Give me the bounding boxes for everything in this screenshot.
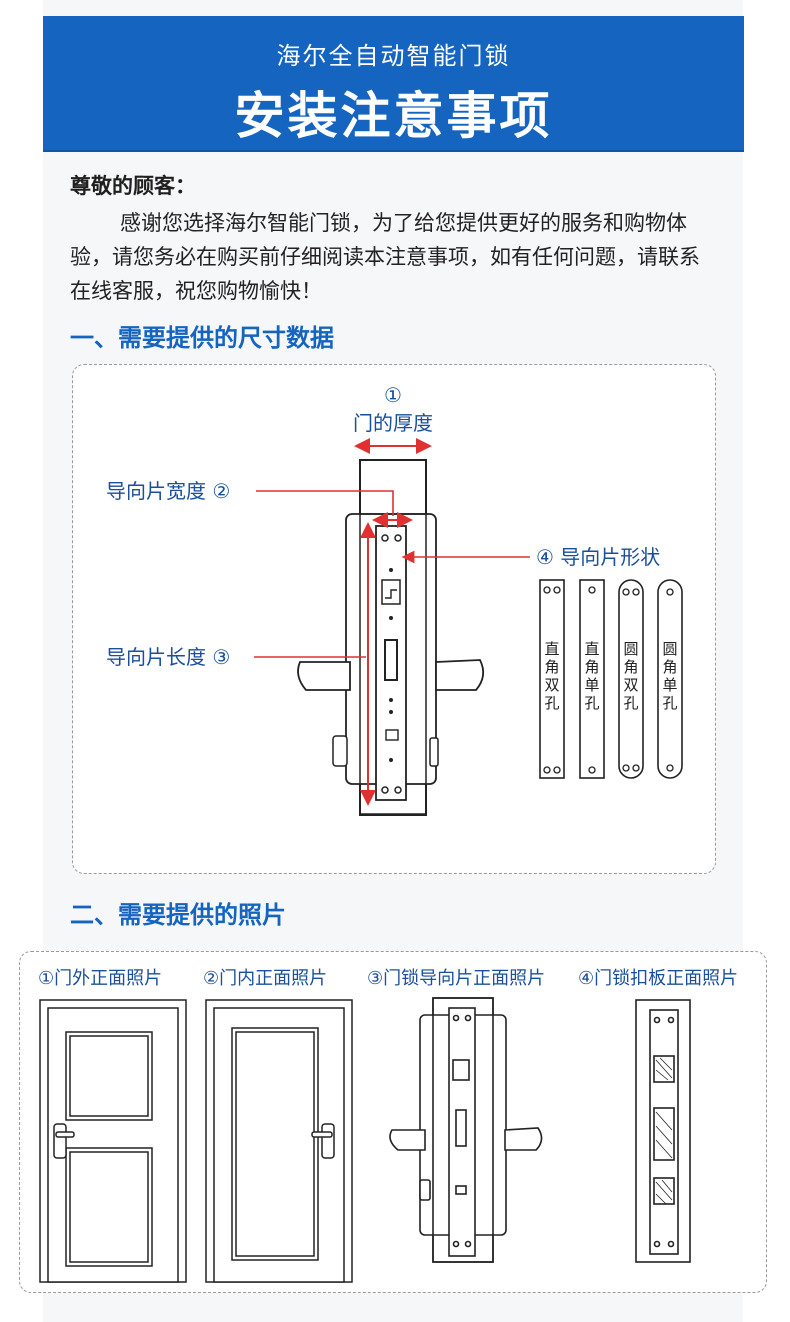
section-2-title: 二、需要提供的照片 [70,901,286,929]
title-banner: 海尔全自动智能门锁 安装注意事项 [43,16,744,150]
photo-requirements-box [19,951,767,1293]
greeting: 尊敬的顾客： [70,174,196,198]
dimension-diagram-box [72,364,716,874]
banner-subtitle: 海尔全自动智能门锁 [276,42,511,70]
intro-paragraph: 感谢您选择海尔智能门锁，为了给您提供更好的服务和购物体验，请您务必在购买前仔细阅… [70,211,700,303]
caption-strike-plate: ④门锁扣板正面照片 [578,964,762,990]
section-1-title: 一、需要提供的尺寸数据 [70,324,334,352]
caption-door-inside: ②门内正面照片 [203,968,328,989]
caption-lock-plate: ③门锁导向片正面照片 [367,968,546,989]
caption-door-outside: ①门外正面照片 [38,968,163,989]
caption-strike-plate-text: ④门锁扣板正面照片 [578,968,739,989]
banner-title: 安装注意事项 [234,87,553,145]
